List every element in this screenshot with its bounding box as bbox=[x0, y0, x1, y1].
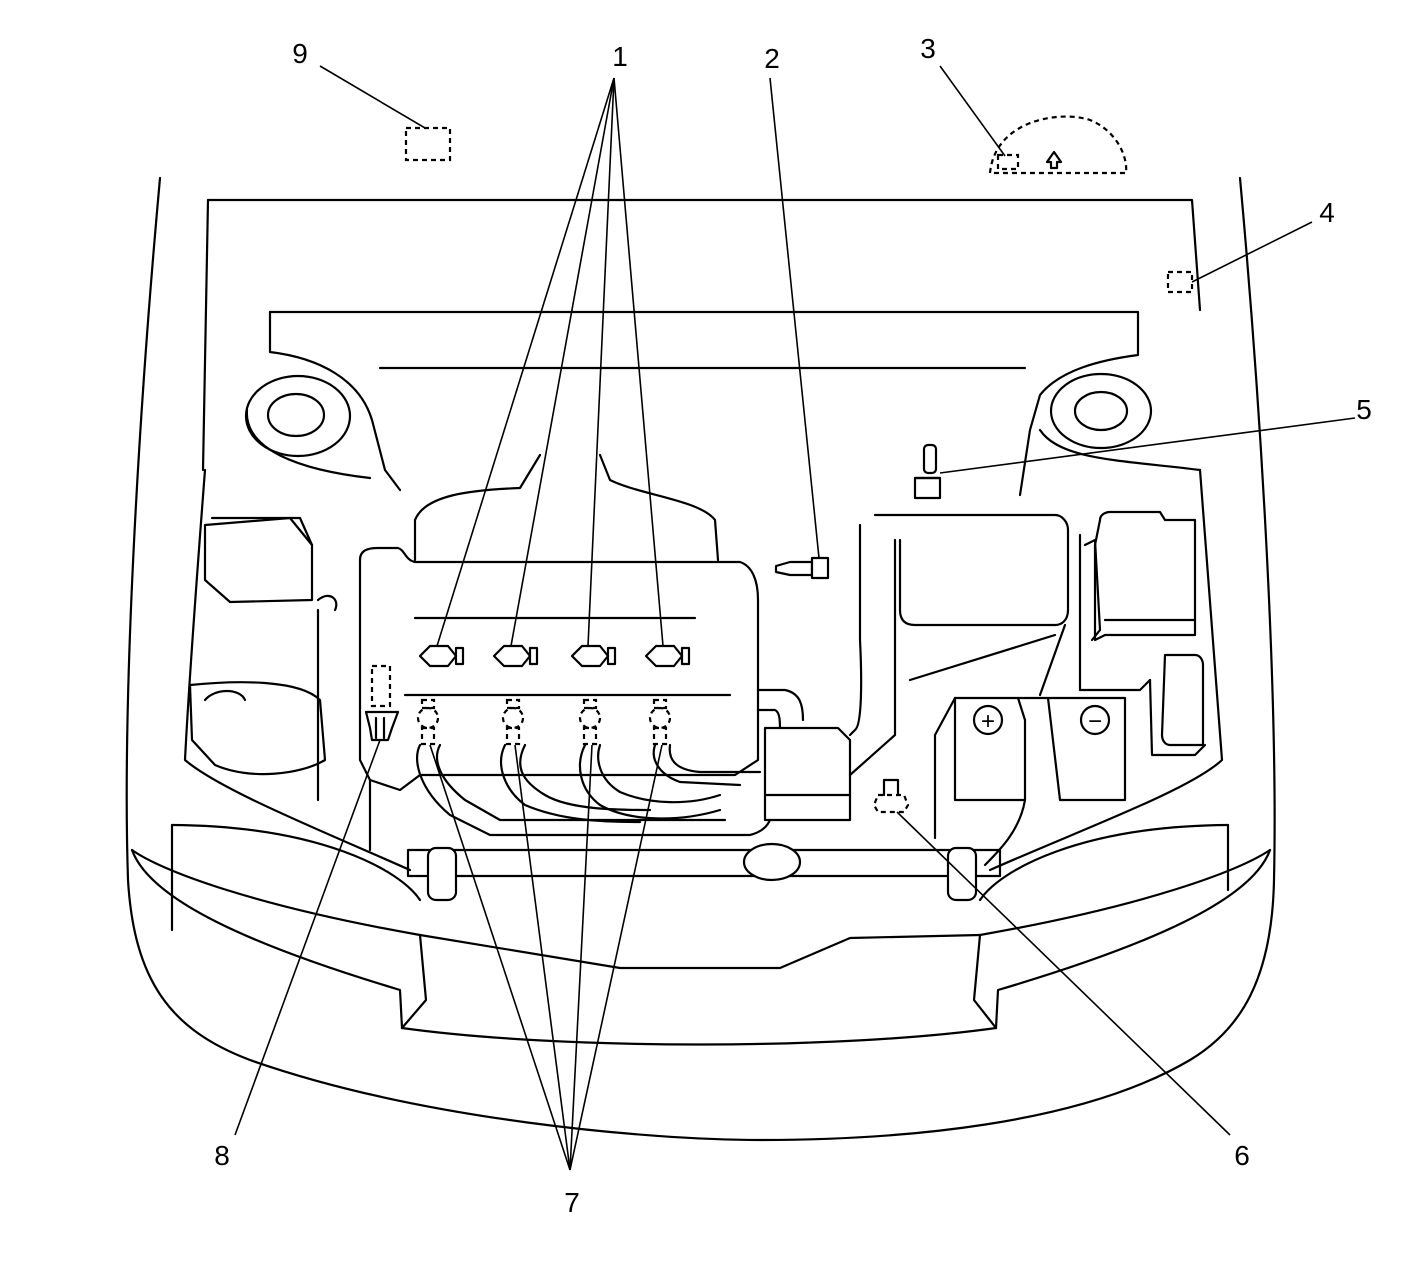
callout-4: 4 bbox=[1319, 197, 1335, 228]
instrument-cluster-outline bbox=[988, 115, 1128, 175]
fuel-injector bbox=[416, 698, 440, 746]
callout-3: 3 bbox=[920, 33, 936, 64]
fuel-injector bbox=[501, 698, 525, 746]
sensor-5 bbox=[913, 443, 942, 500]
battery-positive-symbol: + bbox=[981, 708, 995, 735]
exhaust-manifold bbox=[416, 743, 773, 837]
washer-reservoir bbox=[203, 516, 314, 604]
sensor-2 bbox=[774, 556, 830, 580]
vehicle-body-outline bbox=[125, 176, 1276, 1142]
callout-6: 6 bbox=[1234, 1140, 1250, 1171]
fuel-injectors bbox=[416, 698, 672, 746]
callout-7: 7 bbox=[564, 1187, 580, 1218]
sensor-8 bbox=[364, 664, 400, 742]
fuel-injector bbox=[578, 698, 602, 746]
callout-5: 5 bbox=[1356, 394, 1372, 425]
ignition-coil bbox=[492, 644, 539, 668]
radiator-support bbox=[368, 778, 1002, 902]
battery: + − bbox=[933, 696, 1127, 867]
callout-9: 9 bbox=[292, 38, 308, 69]
ignition-coil bbox=[570, 644, 617, 668]
ignition-coils bbox=[418, 644, 691, 668]
callout-1: 1 bbox=[612, 41, 628, 72]
throttle-body bbox=[756, 523, 863, 822]
battery-positive-terminal bbox=[972, 704, 1004, 736]
coolant-tank bbox=[188, 594, 338, 802]
ignition-coil bbox=[418, 644, 465, 668]
leader-lines bbox=[234, 65, 1356, 1171]
fender-inner-edges bbox=[170, 468, 1230, 932]
ignition-coil bbox=[644, 644, 691, 668]
callout-labels: 1 2 3 4 5 6 7 8 9 bbox=[214, 33, 1372, 1218]
battery-negative-terminal bbox=[1079, 704, 1111, 736]
sensor-6 bbox=[872, 778, 910, 814]
strut-tower-right bbox=[1038, 372, 1202, 472]
module-4 bbox=[1166, 270, 1194, 294]
fuse-relay-box bbox=[1078, 510, 1207, 757]
module-9 bbox=[404, 126, 452, 162]
fuel-injector bbox=[648, 698, 672, 746]
strut-tower-left bbox=[244, 374, 372, 480]
engine-block bbox=[358, 453, 760, 792]
front-bumper bbox=[130, 848, 1272, 1046]
battery-negative-symbol: − bbox=[1088, 708, 1102, 735]
callout-2: 2 bbox=[764, 43, 780, 74]
callout-8: 8 bbox=[214, 1140, 230, 1171]
air-cleaner bbox=[848, 513, 1070, 777]
cowl-panel bbox=[268, 310, 1140, 497]
